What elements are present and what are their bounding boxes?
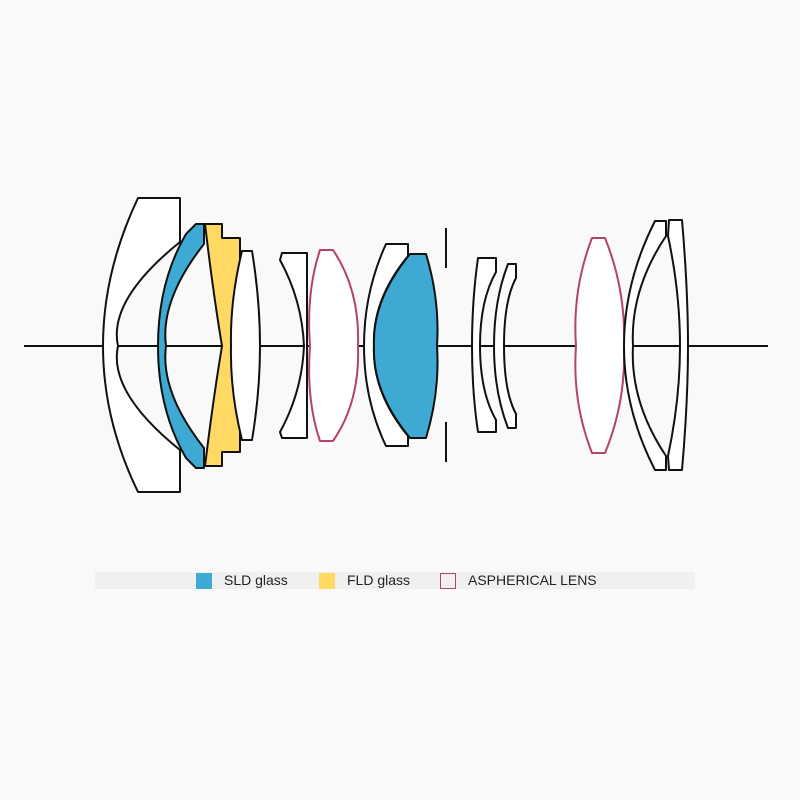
aspherical-lens-swatch-icon xyxy=(440,572,456,589)
lens-element-9 xyxy=(471,257,497,433)
lens-element-2 xyxy=(157,223,205,469)
lens-element-11 xyxy=(574,237,626,454)
lens-element-5 xyxy=(279,252,308,439)
legend-label-fld: FLD glass xyxy=(347,572,411,588)
lens-element-1 xyxy=(102,197,181,493)
sld-glass-swatch-icon xyxy=(196,572,212,589)
legend-item-sld: SLD glass xyxy=(196,572,288,589)
legend-item-aspherical: ASPHERICAL LENS xyxy=(440,572,597,589)
legend: SLD glass FLD glass ASPHERICAL LENS xyxy=(95,572,695,589)
fld-glass-swatch-icon xyxy=(319,572,335,589)
lens-element-10 xyxy=(493,263,517,429)
lens-element-13 xyxy=(667,219,689,471)
lens-element-12 xyxy=(623,220,667,471)
legend-label-aspherical: ASPHERICAL LENS xyxy=(468,572,597,588)
lens-element-3 xyxy=(204,223,241,467)
lens-element-8 xyxy=(372,253,439,439)
legend-item-fld: FLD glass xyxy=(319,572,410,589)
lens-element-4 xyxy=(229,250,261,441)
legend-label-sld: SLD glass xyxy=(224,572,288,588)
lens-element-6 xyxy=(308,249,360,442)
